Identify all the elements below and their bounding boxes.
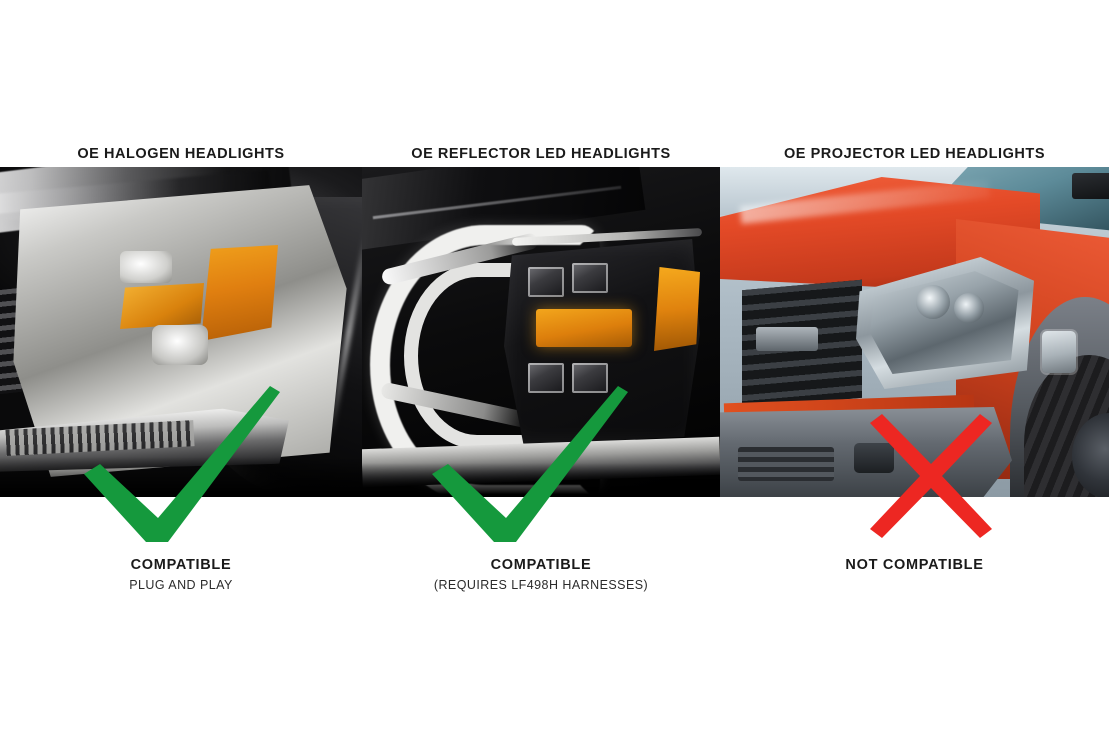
column-header-row: OE HALOGEN HEADLIGHTS OE REFLECTOR LED H… xyxy=(0,140,1109,167)
column-header-label: OE HALOGEN HEADLIGHTS xyxy=(77,145,285,162)
led-reflector-cube-2 xyxy=(572,263,608,293)
bumper-vent xyxy=(738,447,834,481)
column-header-oe-reflector-led: OE REFLECTOR LED HEADLIGHTS xyxy=(362,140,720,167)
compatibility-status: COMPATIBLE xyxy=(490,557,592,573)
caption-oe-reflector-led: COMPATIBLE (REQUIRES LF498H HARNESSES) xyxy=(362,556,720,594)
compatibility-status: NOT COMPATIBLE xyxy=(845,557,984,573)
column-header-oe-projector-led: OE PROJECTOR LED HEADLIGHTS xyxy=(720,140,1109,167)
amber-side-marker xyxy=(654,267,700,351)
compatibility-note: (REQUIRES LF498H HARNESSES) xyxy=(433,578,649,593)
caption-row: COMPATIBLE PLUG AND PLAY COMPATIBLE (REQ… xyxy=(0,556,1109,594)
halogen-bulb-upper xyxy=(120,251,172,283)
photo-oe-projector-led xyxy=(720,167,1109,497)
photo-bottom-shadow xyxy=(0,457,362,497)
column-header-label: OE REFLECTOR LED HEADLIGHTS xyxy=(411,145,671,162)
projector-lens-2 xyxy=(954,293,984,323)
led-reflector-cube-3 xyxy=(528,363,564,393)
amber-turn-signal xyxy=(536,309,632,347)
photo-oe-reflector-led xyxy=(362,167,720,497)
compatibility-note: PLUG AND PLAY xyxy=(129,578,233,593)
photo-bottom-shadow xyxy=(362,463,720,497)
side-mirror xyxy=(1072,173,1109,199)
column-header-oe-halogen: OE HALOGEN HEADLIGHTS xyxy=(0,140,362,167)
column-header-label: OE PROJECTOR LED HEADLIGHTS xyxy=(783,145,1046,162)
grille-badge xyxy=(756,327,818,351)
side-marker-light xyxy=(1042,331,1076,373)
photo-oe-halogen xyxy=(0,167,362,497)
projector-lens-1 xyxy=(916,285,950,319)
halogen-bulb-lower xyxy=(152,325,208,365)
fog-lamp xyxy=(854,443,894,473)
photo-strip xyxy=(0,167,1109,497)
caption-oe-halogen: COMPATIBLE PLUG AND PLAY xyxy=(0,556,362,594)
led-reflector-cube-1 xyxy=(528,267,564,297)
amber-reflector xyxy=(120,283,204,329)
compatibility-status: COMPATIBLE xyxy=(130,557,232,573)
led-reflector-cube-4 xyxy=(572,363,608,393)
amber-turn-signal xyxy=(200,245,278,341)
caption-oe-projector-led: NOT COMPATIBLE xyxy=(720,556,1109,594)
